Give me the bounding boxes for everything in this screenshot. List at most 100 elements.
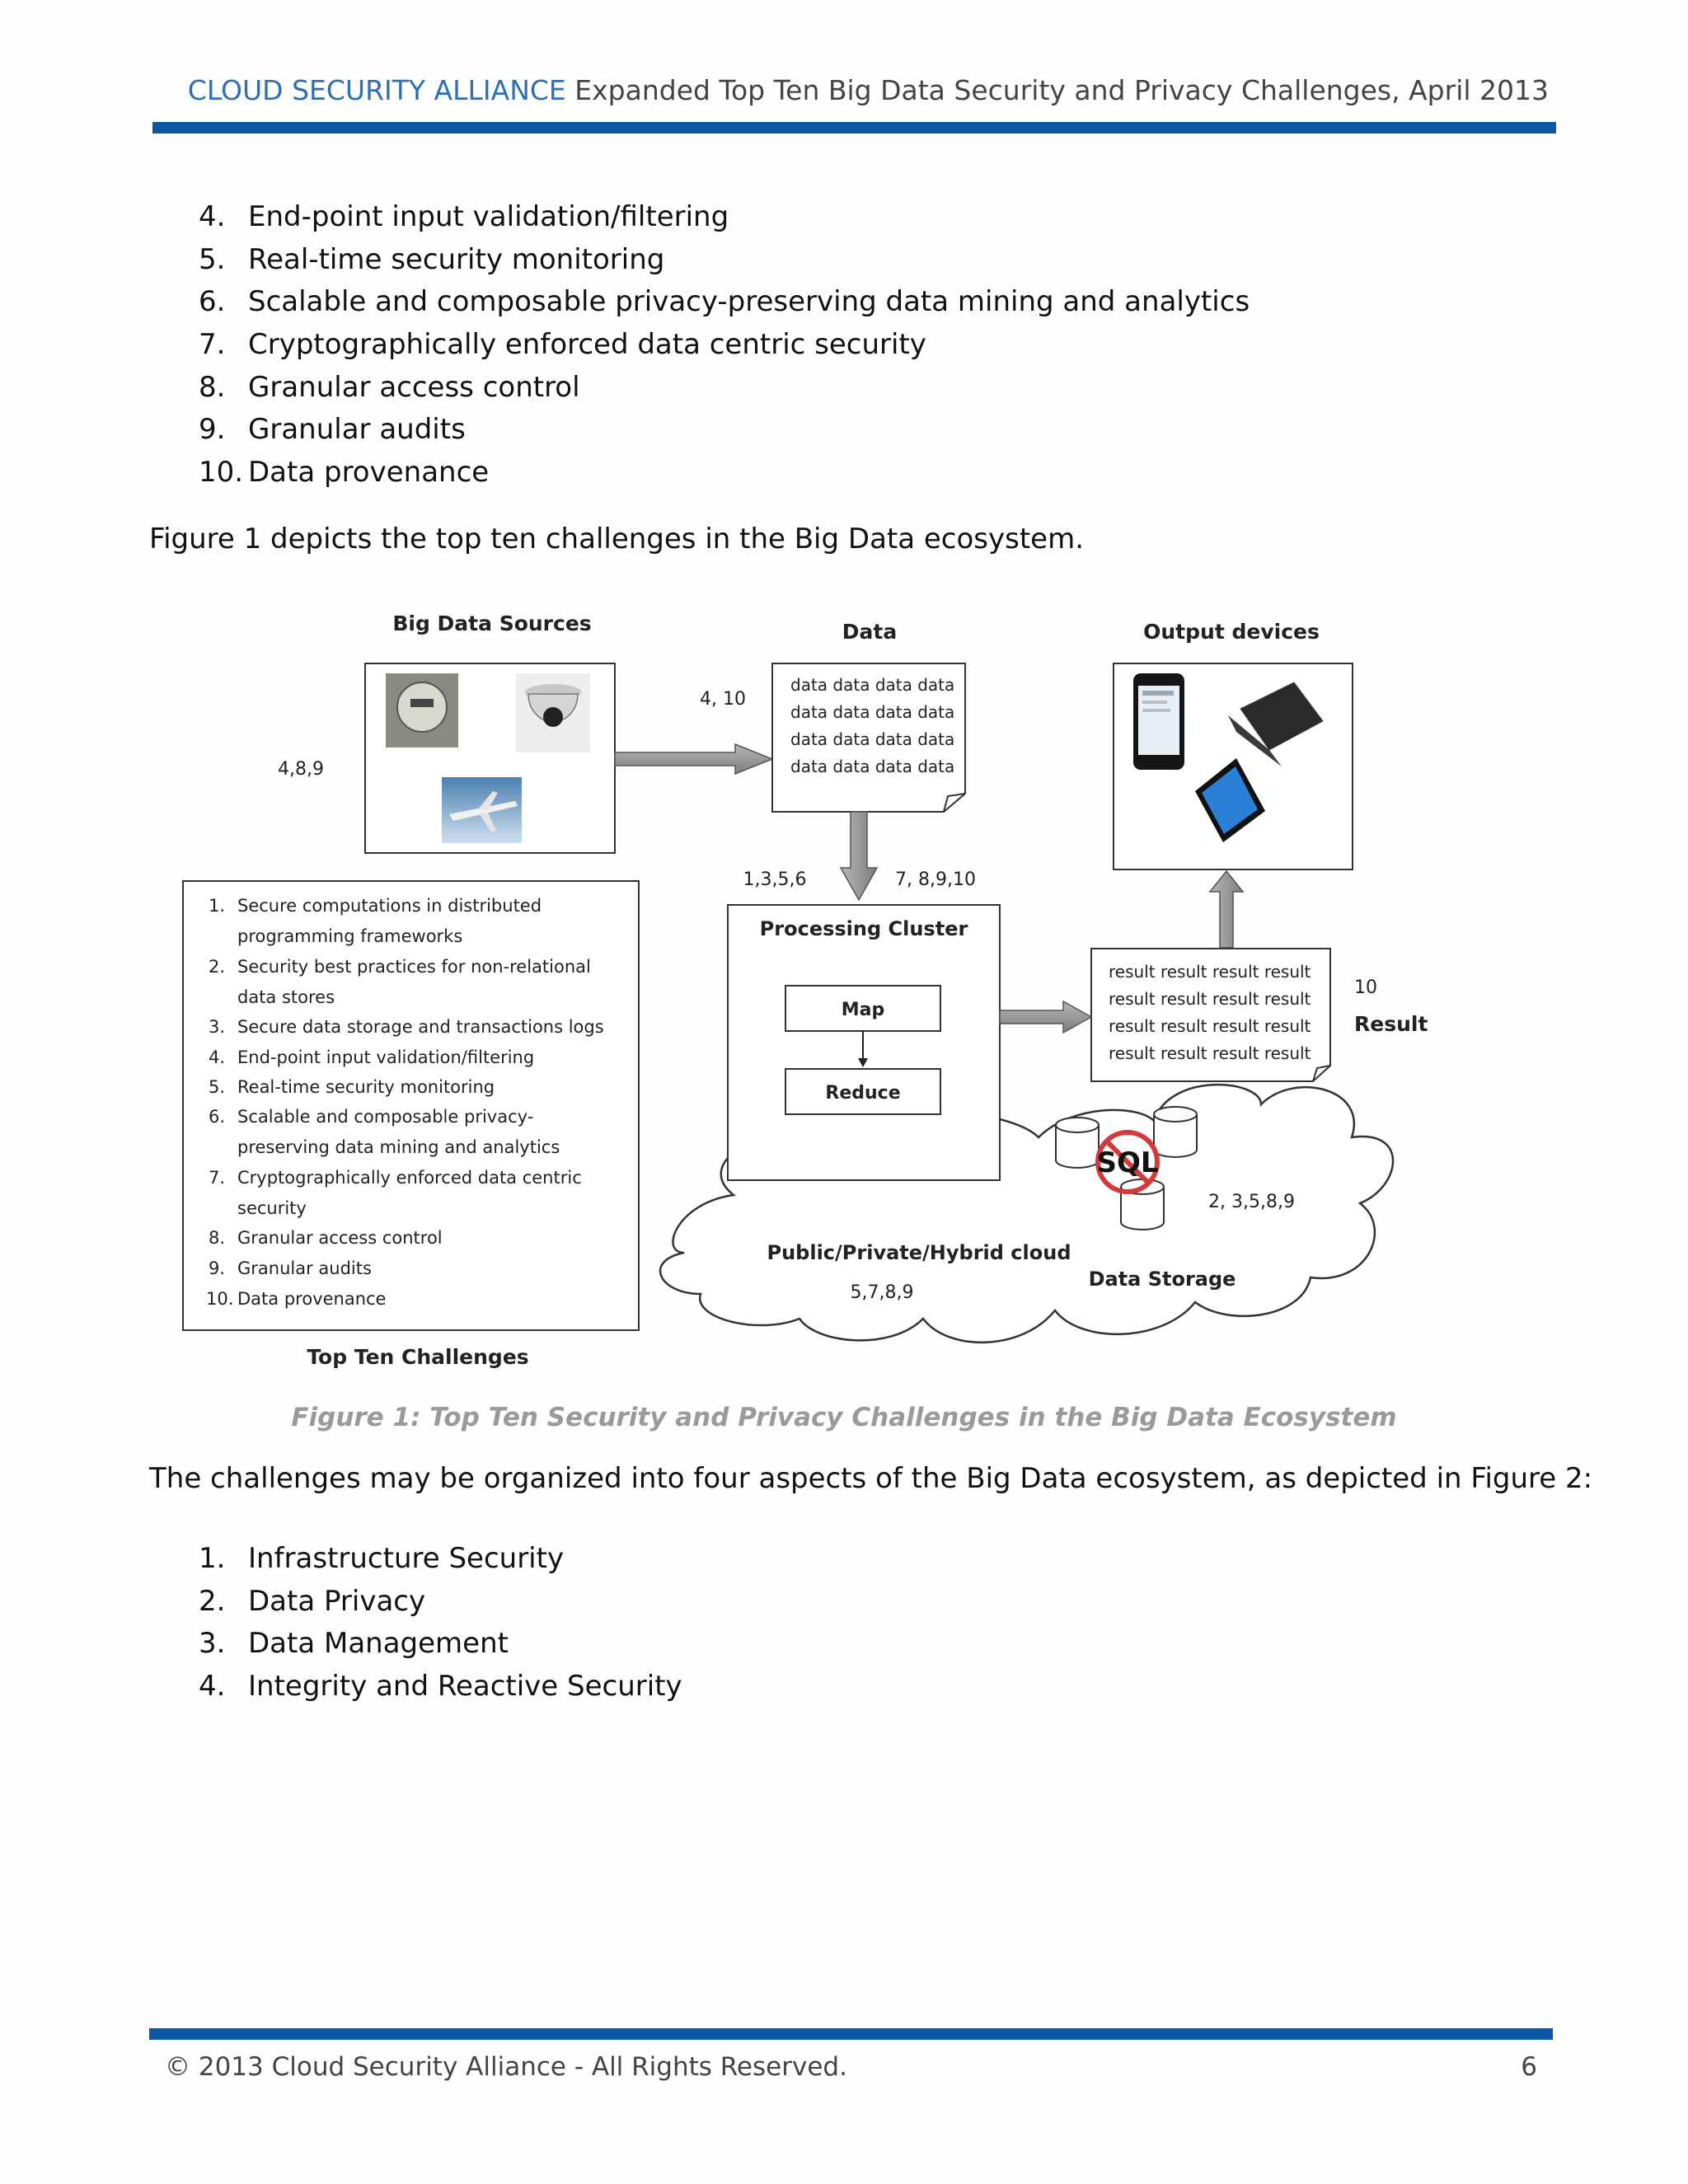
challenge-line: Granular audits [237,1258,372,1278]
challenge-line: Scalable and composable privacy- [237,1107,533,1127]
big-data-sources-label: Big Data Sources [392,612,591,635]
result-line: result result result result [1109,1043,1311,1063]
list-item-number: 6. [199,285,226,319]
map-label: Map [842,1000,885,1020]
challenge-number: 4. [209,1047,225,1067]
header-title: Expanded Top Ten Big Data Security and P… [574,74,1549,106]
page-header: CLOUD SECURITY ALLIANCE Expanded Top Ten… [188,74,1549,106]
challenge-number: 5. [209,1077,225,1097]
processing-to-result-arrow [999,1000,1093,1034]
list-item-number: 5. [199,242,226,276]
reduce-label: Reduce [825,1083,900,1104]
footer-copyright: © 2013 Cloud Security Alliance - All Rig… [165,2052,847,2082]
list-item-text: Infrastructure Security [248,1542,565,1575]
list-item-number: 8. [199,370,226,404]
down-right-refs: 7, 8,9,10 [895,869,976,890]
list-item-text: Granular access control [248,370,580,404]
figure-intro-paragraph: Figure 1 depicts the top ten challenges … [149,523,1085,555]
list-item-text: End-point input validation/filtering [248,200,729,233]
list-item-number: 1. [199,1542,226,1575]
sources-to-data-arrow [614,743,775,776]
challenge-line: Cryptographically enforced data centric [237,1168,582,1188]
challenge-line: Secure data storage and transactions log… [237,1017,604,1037]
list-item: 4. End-point input validation/filtering [199,196,1250,239]
data-document [771,663,966,813]
cloud-refs: 5,7,8,9 [851,1282,914,1303]
reduce-box [785,1068,941,1115]
challenge-number: 8. [209,1228,225,1248]
list-item-number: 10. [199,456,244,490]
storage-refs: 2, 3,5,8,9 [1208,1192,1295,1212]
airplane-icon [442,777,522,843]
list-item: 5. Real-time security monitoring [199,239,1250,282]
list-item-number: 4. [199,1670,226,1704]
sql-label: SQL [1096,1146,1158,1179]
list-item-text: Scalable and composable privacy-preservi… [248,285,1250,319]
list-item-number: 2. [199,1584,226,1618]
footer-rule [149,2028,1553,2040]
list-item: 1. Infrastructure Security [199,1538,682,1581]
challenge-line: Granular access control [237,1228,443,1248]
aspects-list: 1. Infrastructure Security 2. Data Privacy… [199,1538,682,1708]
aspects-intro-paragraph: The challenges may be organized into fou… [149,1462,1593,1495]
list-item-number: 7. [199,328,226,362]
result-line: result result result result [1109,962,1311,982]
output-devices-label: Output devices [1143,620,1320,644]
data-document-fold [943,793,966,813]
challenge-line: programming frameworks [237,926,462,946]
sources-refs: 4,8,9 [278,759,324,780]
no-sql-icon: SQL [1095,1130,1160,1194]
data-line: data data data data [790,729,954,749]
result-to-output-arrow [1208,869,1245,949]
challenge-line: security [237,1198,307,1218]
list-item-number: 3. [199,1627,226,1661]
result-document-fold [1312,1065,1331,1082]
header-rule [152,122,1556,134]
data-line: data data data data [790,675,954,695]
challenge-number: 10. [206,1289,233,1309]
data-line: data data data data [790,757,954,776]
list-item: 6. Scalable and composable privacy-preser… [199,281,1250,324]
laptop-icon [1228,682,1324,766]
list-item: 4.Integrity and Reactive Security [199,1666,682,1708]
header-brand: CLOUD SECURITY ALLIANCE [187,74,566,106]
list-item-number: 4. [199,200,226,233]
challenge-list-continued: 4. End-point input validation/filtering 5… [199,196,1250,494]
result-line: result result result result [1109,1016,1311,1036]
challenge-line: Security best practices for non-relation… [237,957,591,977]
list-item-text: Real-time security monitoring [248,242,665,276]
result-number: 10 [1354,977,1377,998]
data-line: data data data data [790,702,954,722]
challenge-line: Secure computations in distributed [237,896,542,916]
data-storage-label: Data Storage [1089,1268,1236,1291]
top-ten-challenges-box [182,880,640,1331]
arrow-refs: 4, 10 [700,689,746,710]
top-ten-challenges-label: Top Ten Challenges [307,1345,528,1369]
list-item-text: Data provenance [248,456,490,490]
list-item-number: 9. [199,413,226,447]
challenge-number: 2. [209,957,225,977]
list-item-text: Data Privacy [248,1584,426,1618]
challenge-line: data stores [237,987,335,1007]
list-item: 7.Cryptographically enforced data centri… [199,324,1250,367]
tablet-icon [1195,758,1265,842]
result-label: Result [1354,1012,1428,1036]
smart-meter-icon [386,673,458,748]
down-left-refs: 1,3,5,6 [743,869,807,890]
challenge-line: End-point input validation/filtering [237,1047,534,1067]
challenge-number: 1. [209,896,225,916]
result-document [1090,948,1331,1082]
page-number: 6 [1521,2052,1537,2082]
result-line: result result result result [1109,989,1311,1009]
top-ten-challenges-list: 1. Secure computations in distributed pr… [206,896,604,1309]
challenge-number: 7. [209,1168,225,1188]
challenge-number: 6. [209,1107,225,1127]
list-item-text: Data Management [248,1627,509,1661]
challenge-line: Real-time security monitoring [237,1077,495,1097]
challenge-line: Data provenance [237,1289,386,1309]
figure-caption: Figure 1: Top Ten Security and Privacy C… [291,1403,1397,1432]
processing-cluster-label: Processing Cluster [760,917,968,940]
list-item: 2. Data Privacy [199,1581,682,1624]
cloud-label: Public/Private/Hybrid cloud [767,1241,1071,1264]
list-item: 9.Granular audits [199,409,1250,452]
